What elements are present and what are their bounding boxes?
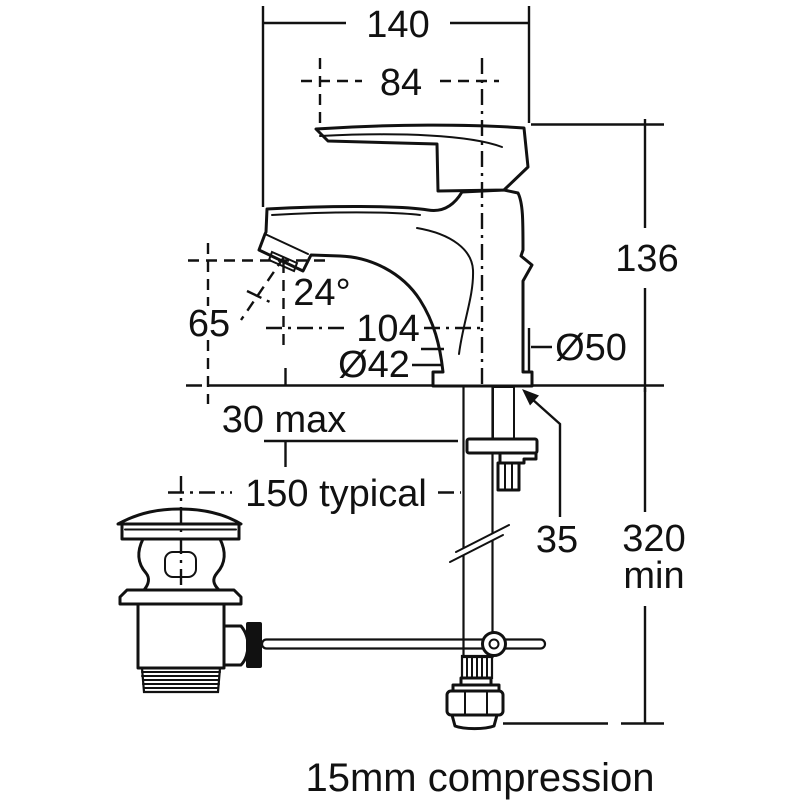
braided-hose xyxy=(462,384,494,659)
dim-total-height-label: 136 xyxy=(615,238,678,280)
dim-spout-projection-label: 104 xyxy=(356,308,419,350)
rod-pivot-center xyxy=(488,638,500,650)
waste-rod-seal xyxy=(246,622,262,668)
dim-overall-width-label: 140 xyxy=(366,4,429,46)
spout-tip-edge xyxy=(264,233,309,255)
pop-up-waste xyxy=(116,507,262,694)
dim-stud-length-label: 35 xyxy=(536,519,578,561)
waste-lower-body xyxy=(136,602,226,670)
dim-body-diameter: Ø42 xyxy=(338,344,441,386)
compression-fitting xyxy=(445,654,505,731)
waste-plug-dome xyxy=(116,507,243,526)
connection-note: 15mm compression xyxy=(305,756,654,800)
neck-highlight xyxy=(416,227,475,355)
faucet-handle xyxy=(314,123,530,193)
waste-thread xyxy=(140,666,222,694)
rod-pivot-ring xyxy=(481,631,507,657)
dim-base-diameter-label: Ø50 xyxy=(555,327,627,369)
threaded-stud xyxy=(492,386,515,440)
waste-side-outlet xyxy=(222,624,250,667)
compression-nut xyxy=(445,689,505,717)
dim-base-diameter: Ø50 xyxy=(527,327,627,372)
dim-handle-offset: 84 xyxy=(301,58,499,124)
dim-spout-height-label: 65 xyxy=(188,303,230,345)
dim-total-height: 136 xyxy=(531,119,679,392)
dim-spout-projection: 104 xyxy=(266,308,483,351)
dim-drain-spacing-label: 150 typical xyxy=(245,473,427,515)
dim-hose-length-label: 320 xyxy=(622,518,685,560)
dim-spout-height: 65 xyxy=(188,243,332,404)
dim-spray-angle: 24° xyxy=(240,256,351,348)
faucet-body xyxy=(257,188,534,388)
dim-stud-length: 35 xyxy=(522,389,578,561)
dim-hose-length: 320 min xyxy=(503,388,686,725)
dimensions: 140 84 136 65 xyxy=(168,4,686,800)
dim-drain-spacing: 150 typical xyxy=(168,473,461,589)
stud-nut xyxy=(496,461,521,492)
dim-hose-length-qualifier: min xyxy=(623,555,684,597)
dim-handle-offset-label: 84 xyxy=(380,62,422,104)
spout-shoulder-line xyxy=(271,211,421,216)
dim-deck-thickness-label: 30 max xyxy=(222,399,347,441)
hose-break-symbol xyxy=(449,524,510,563)
dim-overall-width: 140 xyxy=(261,4,531,207)
mounting-hardware xyxy=(260,384,547,731)
leader-arrowhead xyxy=(522,389,539,406)
handle-top-edge xyxy=(319,133,503,148)
dim-body-diameter-label: Ø42 xyxy=(338,344,410,386)
dim-deck-thickness: 30 max xyxy=(186,368,458,467)
dim-spray-angle-label: 24° xyxy=(293,272,350,314)
waste-mid-flange xyxy=(118,588,243,606)
clamp-plate xyxy=(465,437,539,455)
